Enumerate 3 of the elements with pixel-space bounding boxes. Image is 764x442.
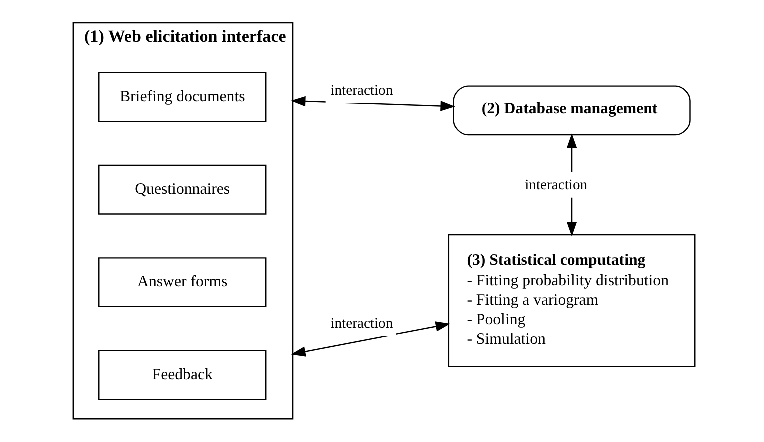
edge-label: interaction [524,177,588,194]
edge-label: interaction [330,316,393,332]
edge-label: interaction [330,82,393,99]
